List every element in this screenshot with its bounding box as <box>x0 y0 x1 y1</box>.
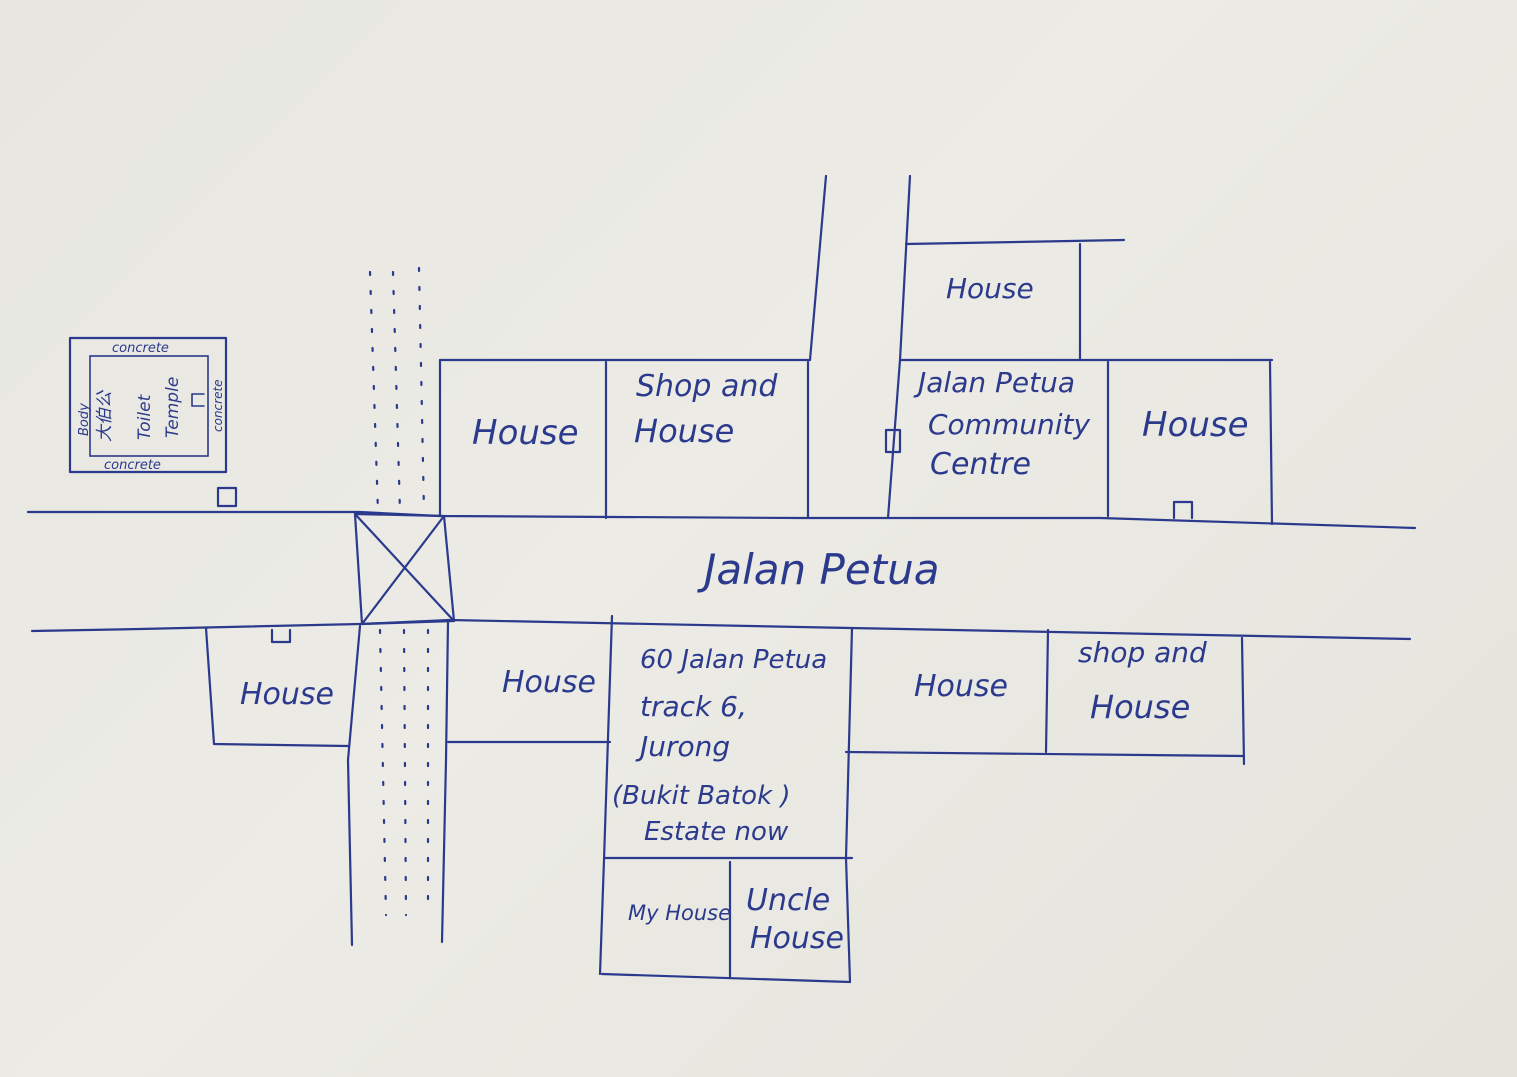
house-north-1-label: House <box>472 413 579 453</box>
temple-chinese: 大伯公 <box>95 389 115 442</box>
address-labels: 60 Jalan Petua track 6, Jurong (Bukit Ba… <box>612 645 827 847</box>
uncle-house-line2: House <box>750 921 844 956</box>
address-line1: 60 Jalan Petua <box>640 645 827 675</box>
north-house-block <box>438 174 828 520</box>
house-top-label: House <box>946 272 1034 305</box>
uncle-house-line1: Uncle <box>746 883 830 918</box>
community-centre-line1: Jalan Petua <box>913 366 1075 399</box>
house-north-2-label: House <box>1142 405 1249 445</box>
my-house-label: My House <box>628 901 731 925</box>
address-line3: Jurong <box>635 730 730 763</box>
temple-concrete-top: concrete <box>112 341 169 356</box>
temple-body: Body <box>77 403 92 436</box>
house-south-2-label: House <box>502 665 596 700</box>
dotted-track-north <box>368 266 426 514</box>
road-crossing <box>353 512 456 626</box>
address-line4: (Bukit Batok ) <box>612 781 791 811</box>
side-road-west-edge <box>346 624 362 947</box>
temple-concrete-right: concrete <box>211 379 225 432</box>
road-north-edge <box>26 510 1417 530</box>
road-name: Jalan Petua <box>697 545 940 594</box>
south-house-block <box>204 614 1246 984</box>
address-line2: track 6, <box>640 690 747 723</box>
temple-labels: concrete concrete concrete Body 大伯公 Toil… <box>77 341 225 473</box>
shop-house-south-line1: shop and <box>1078 636 1207 669</box>
side-road-east-edge <box>440 620 450 944</box>
community-centre-block <box>884 174 1274 526</box>
house-south-1-label: House <box>240 677 334 712</box>
temple-concrete-bottom: concrete <box>104 458 161 473</box>
community-centre-line2: Community <box>928 408 1090 441</box>
shop-house-north-line2: House <box>634 412 734 450</box>
temple-temple: Temple <box>163 377 183 438</box>
shop-house-north-line1: Shop and <box>636 369 778 404</box>
house-south-3-label: House <box>914 669 1008 704</box>
dotted-track-south <box>378 628 430 917</box>
address-line5: Estate now <box>644 817 789 847</box>
temple-block <box>68 336 238 508</box>
door-marker <box>270 628 292 644</box>
shop-house-south-line2: House <box>1090 688 1190 726</box>
community-centre-line3: Centre <box>930 447 1031 482</box>
temple-toilet: Toilet <box>135 393 155 440</box>
